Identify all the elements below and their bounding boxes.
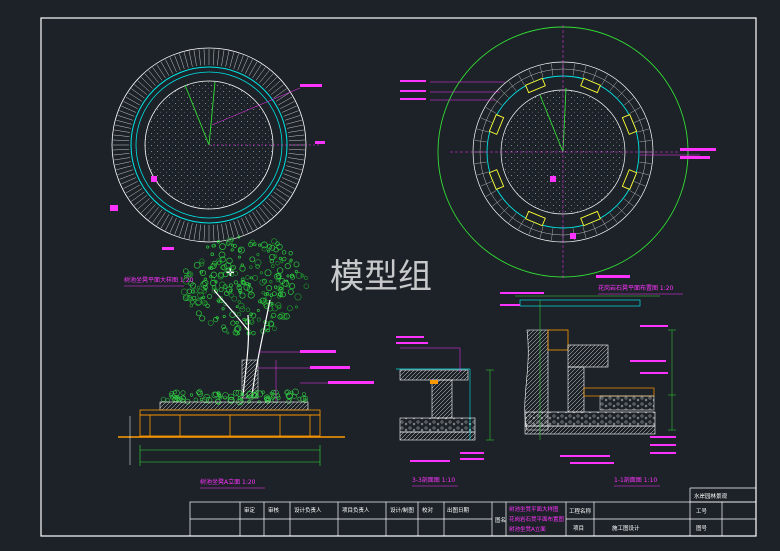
tb-header-issue-date: 出图日期 — [447, 506, 470, 514]
tb-project-value: 施工图设计 — [612, 524, 640, 532]
crosshair-marker: ✛ — [226, 268, 235, 279]
tb-drawing-label: 图名 — [495, 516, 506, 524]
caption-plan-left: 树池坐凳平面大样图 1:20 — [124, 276, 194, 284]
section-3-3 — [396, 336, 494, 462]
tb-drawing-title-3: 树池坐凳A立面 — [509, 525, 546, 533]
caption-elevation: 树池坐凳A立面 1:20 — [200, 478, 256, 486]
tb-project-name-label: 工程名称 — [569, 507, 592, 515]
tb-header-design-lead: 设计负责人 — [294, 506, 322, 514]
watermark: 模型组 — [330, 257, 432, 297]
title-block — [189, 487, 757, 537]
plan-tree-pool-left — [110, 47, 325, 250]
caption-section-1: 1-1剖面图 1:10 — [614, 476, 657, 484]
elevation-view: ✛ — [118, 235, 374, 466]
tb-project-label: 项目 — [573, 525, 584, 532]
tb-header-project-lead: 项目负责人 — [342, 506, 370, 514]
tb-header-review: 审核 — [268, 506, 280, 514]
tb-header-approve: 审定 — [244, 506, 256, 514]
tb-sheet-no-label: 图号 — [696, 524, 708, 532]
caption-plan-right: 花岗岩石凳平面布置图 1:20 — [598, 284, 674, 292]
tb-company: 水岸园林景观 — [694, 492, 728, 500]
tb-job-no-label: 工号 — [696, 508, 708, 515]
caption-section-3: 3-3剖面图 1:10 — [412, 476, 455, 484]
tb-header-check: 校对 — [422, 506, 434, 514]
tb-header-drafting: 设计/制图 — [390, 506, 414, 514]
tb-drawing-title-1: 树池坐凳平面大样图 — [509, 505, 559, 513]
tb-drawing-title-2: 花岗岩石凳平面布置图 — [509, 515, 565, 523]
plan-bench-layout-right — [400, 25, 716, 280]
section-1-1 — [500, 292, 676, 464]
